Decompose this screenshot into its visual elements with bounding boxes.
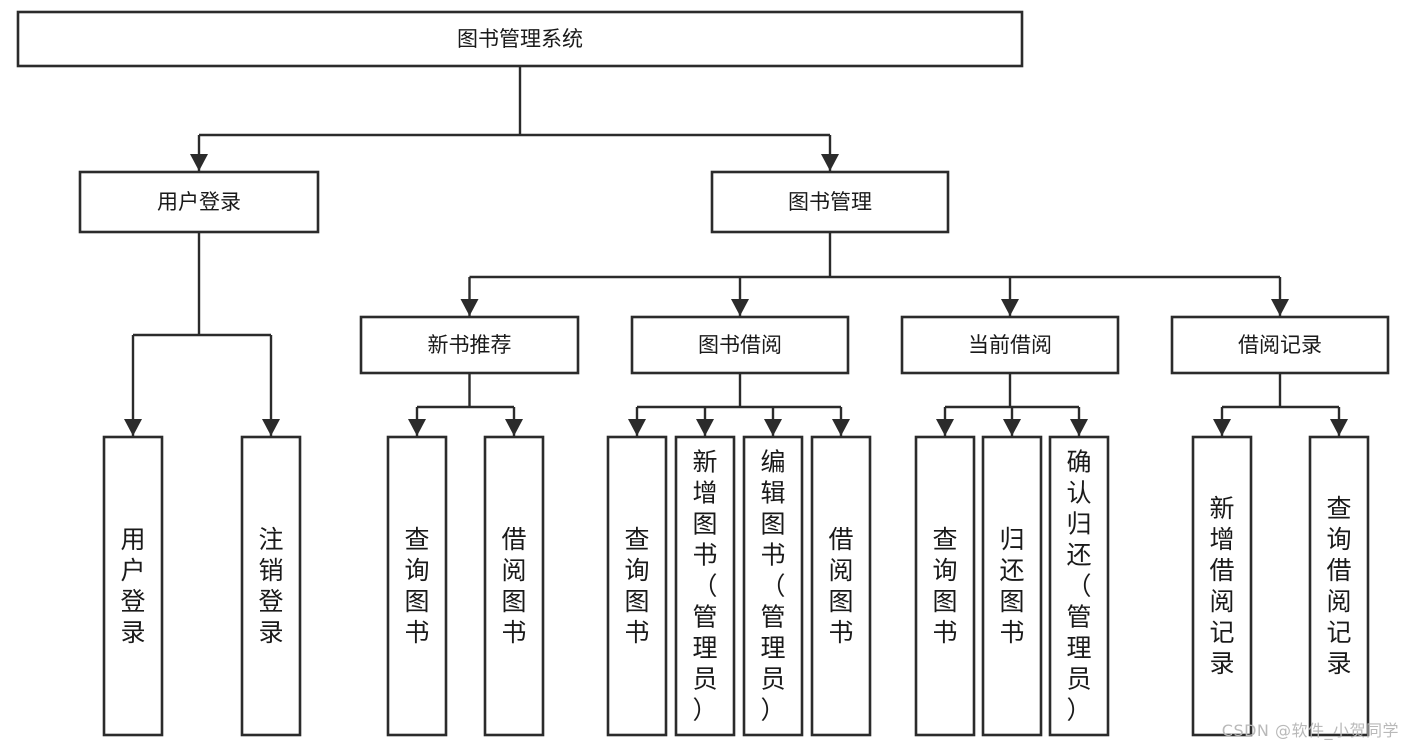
leaf-node-11-label: 新增借阅记录	[1209, 494, 1234, 678]
node-l3-借阅记录-box[interactable]	[1170, 315, 1390, 375]
edge-arrowhead	[190, 154, 208, 171]
node-l3-当前借阅[interactable]: 当前借阅	[900, 315, 1120, 375]
node-l3-图书借阅-label: 图书借阅	[698, 333, 782, 357]
node-l3-新书推荐[interactable]: 新书推荐	[359, 315, 580, 375]
node-root-图书管理系统-box[interactable]	[16, 10, 1024, 68]
leaf-node-12-label: 查询借阅记录	[1326, 494, 1351, 678]
edge-arrowhead	[832, 419, 850, 436]
edge-arrowhead	[696, 419, 714, 436]
leaf-node-2-label: 查询图书	[404, 525, 429, 647]
node-l3-借阅记录[interactable]: 借阅记录	[1170, 315, 1390, 375]
leaf-node-10-box[interactable]	[1048, 435, 1110, 737]
leaf-node-6-box[interactable]	[742, 435, 804, 737]
leaf-node-5-label: 新增图书（管理员）	[692, 448, 717, 725]
leaf-node-6-label: 编辑图书（管理员）	[760, 448, 785, 725]
leaf-node-4-label: 查询图书	[624, 525, 649, 647]
node-l2-用户登录-box[interactable]	[78, 170, 320, 234]
node-l2-用户登录-label: 用户登录	[157, 190, 241, 214]
leaf-node-4[interactable]: 查询图书	[606, 435, 668, 737]
node-l3-当前借阅-label: 当前借阅	[968, 333, 1052, 357]
node-root-图书管理系统-label: 图书管理系统	[457, 27, 583, 51]
edge-arrowhead	[1003, 419, 1021, 436]
node-l2-用户登录[interactable]: 用户登录	[78, 170, 320, 234]
leaf-node-0-label: 用户登录	[120, 525, 145, 647]
leaf-node-1[interactable]: 注销登录	[240, 435, 302, 737]
leaf-node-6[interactable]: 编辑图书（管理员）	[742, 435, 804, 737]
node-l2-图书管理-box[interactable]	[710, 170, 950, 234]
leaf-node-9[interactable]: 归还图书	[981, 435, 1043, 737]
leaf-node-11-box[interactable]	[1191, 435, 1253, 737]
leaf-node-8-box[interactable]	[914, 435, 976, 737]
edge-arrowhead	[1213, 419, 1231, 436]
leaf-node-3[interactable]: 借阅图书	[483, 435, 545, 737]
node-l3-图书借阅[interactable]: 图书借阅	[630, 315, 850, 375]
edge-arrowhead	[262, 419, 280, 436]
leaf-node-8[interactable]: 查询图书	[914, 435, 976, 737]
edge-arrowhead	[936, 419, 954, 436]
edge-arrowhead	[628, 419, 646, 436]
leaf-node-0-box[interactable]	[102, 435, 164, 737]
leaf-node-5-box[interactable]	[674, 435, 736, 737]
leaf-node-1-box[interactable]	[240, 435, 302, 737]
edge-arrowhead	[1330, 419, 1348, 436]
leaf-node-4-box[interactable]	[606, 435, 668, 737]
node-l2-图书管理-label: 图书管理	[788, 190, 872, 214]
node-l3-图书借阅-box[interactable]	[630, 315, 850, 375]
leaf-node-12[interactable]: 查询借阅记录	[1308, 435, 1370, 737]
leaf-node-1-label: 注销登录	[258, 525, 283, 647]
leaf-node-7[interactable]: 借阅图书	[810, 435, 872, 737]
edge-arrowhead	[1271, 299, 1289, 316]
leaf-node-8-label: 查询图书	[932, 525, 957, 647]
leaf-node-10[interactable]: 确认归还（管理员）	[1048, 435, 1110, 737]
edge-arrowhead	[408, 419, 426, 436]
edge-arrowhead	[460, 299, 479, 316]
leaf-node-3-label: 借阅图书	[501, 525, 526, 647]
edge-arrowhead	[764, 419, 782, 436]
leaf-node-7-label: 借阅图书	[828, 525, 853, 647]
leaf-node-5[interactable]: 新增图书（管理员）	[674, 435, 736, 737]
edge-arrowhead	[1001, 299, 1019, 316]
node-l3-新书推荐-label: 新书推荐	[428, 333, 512, 357]
leaf-node-9-label: 归还图书	[999, 525, 1024, 647]
node-l3-新书推荐-box[interactable]	[359, 315, 580, 375]
edge-arrowhead	[821, 154, 839, 171]
leaf-node-2[interactable]: 查询图书	[386, 435, 448, 737]
leaf-node-9-box[interactable]	[981, 435, 1043, 737]
node-l2-图书管理[interactable]: 图书管理	[710, 170, 950, 234]
leaf-node-7-box[interactable]	[810, 435, 872, 737]
edge-arrowhead	[1070, 419, 1088, 436]
edge-arrowhead	[731, 299, 749, 316]
leaf-node-12-box[interactable]	[1308, 435, 1370, 737]
node-l3-当前借阅-box[interactable]	[900, 315, 1120, 375]
nodes-layer: 图书管理系统用户登录图书管理新书推荐图书借阅当前借阅借阅记录用户登录注销登录查询…	[16, 10, 1390, 737]
node-l3-借阅记录-label: 借阅记录	[1238, 333, 1322, 357]
leaf-node-2-box[interactable]	[386, 435, 448, 737]
edge-arrowhead	[505, 419, 523, 436]
node-root-图书管理系统[interactable]: 图书管理系统	[16, 10, 1024, 68]
leaf-node-0[interactable]: 用户登录	[102, 435, 164, 737]
leaf-node-3-box[interactable]	[483, 435, 545, 737]
leaf-node-10-label: 确认归还（管理员）	[1066, 448, 1091, 725]
edges-layer	[124, 66, 1348, 436]
edge-arrowhead	[124, 419, 142, 436]
leaf-node-11[interactable]: 新增借阅记录	[1191, 435, 1253, 737]
